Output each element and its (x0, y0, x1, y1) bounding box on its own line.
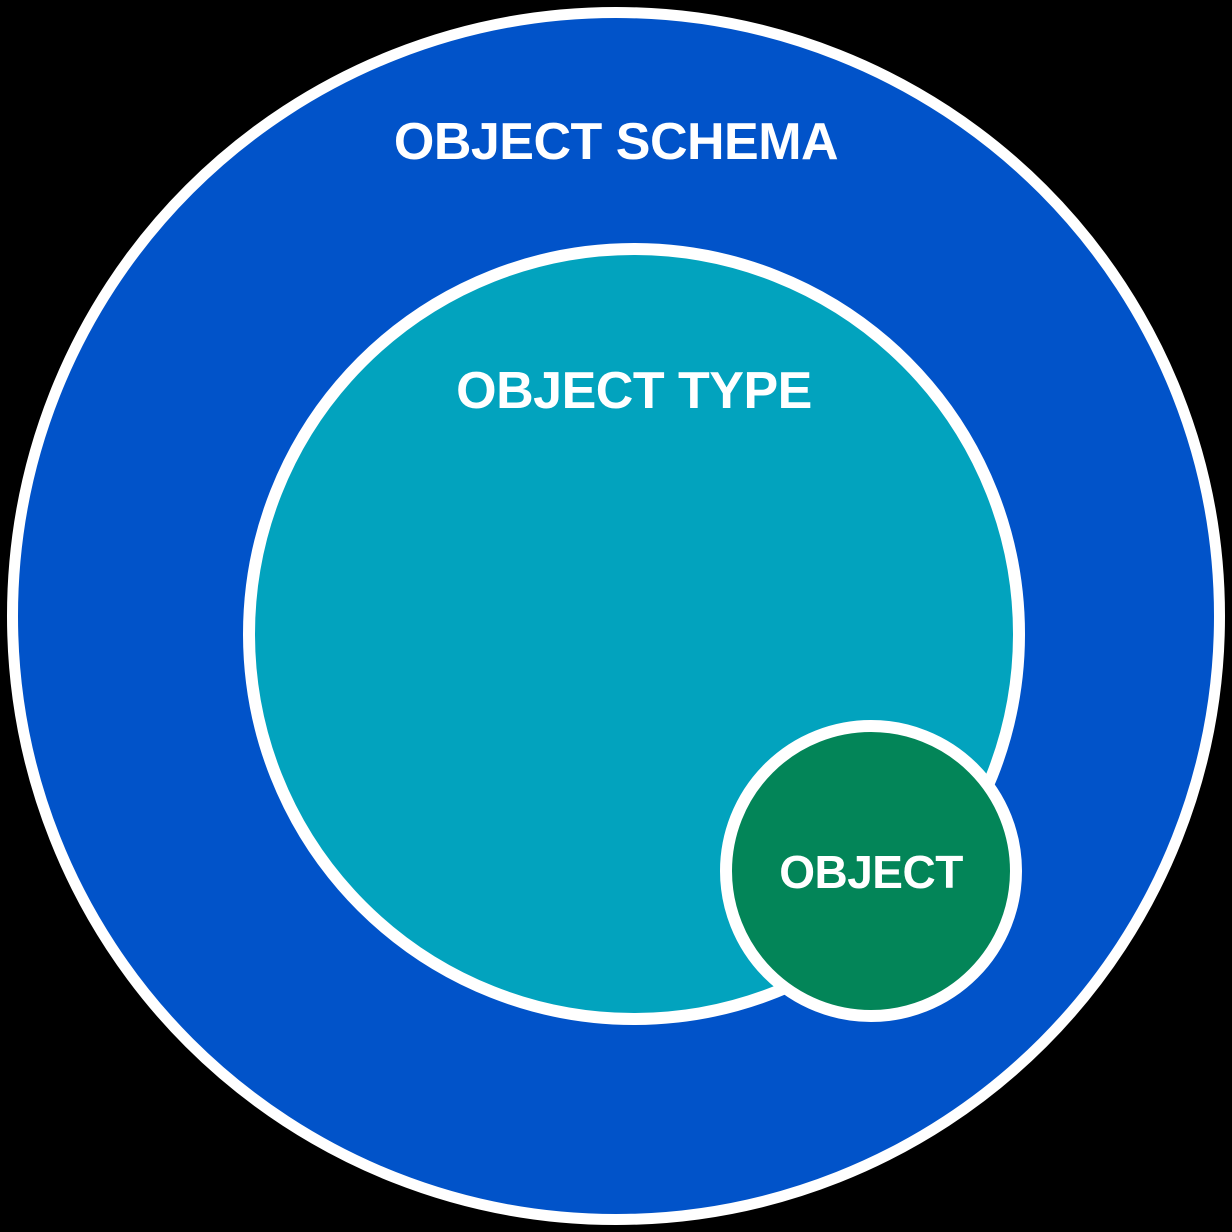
object-type-circle[interactable]: OBJECT TYPE OBJECT (243, 243, 1025, 1025)
object-type-label: OBJECT TYPE (456, 362, 812, 420)
object-schema-circle[interactable]: OBJECT SCHEMA OBJECT TYPE OBJECT (7, 7, 1225, 1225)
object-schema-label: OBJECT SCHEMA (393, 113, 839, 171)
object-circle[interactable]: OBJECT (720, 720, 1022, 1022)
object-label: OBJECT (779, 846, 963, 898)
